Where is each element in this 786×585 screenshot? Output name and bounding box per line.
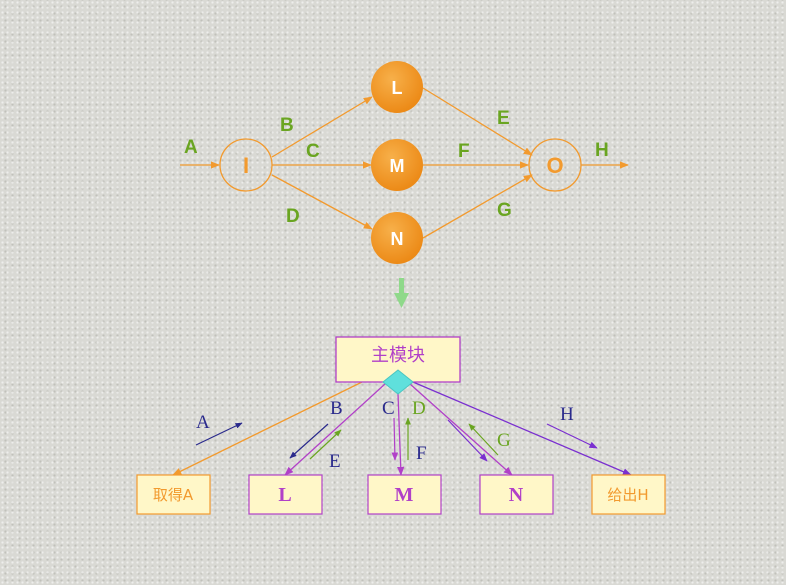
module-m-label: M <box>395 484 414 506</box>
link-get-a <box>172 381 363 476</box>
node-l: L <box>371 61 423 113</box>
module-structure-chart: A B C D E F G H 主模块 取得A L M N <box>136 336 666 515</box>
edge-a-label: A <box>184 137 198 158</box>
flow-e-arrow <box>309 429 342 460</box>
flow-c-arrow <box>391 417 399 461</box>
node-input: I <box>219 138 273 192</box>
edge-d <box>271 174 373 230</box>
edge-e-label: E <box>497 108 510 129</box>
module-n: N <box>479 474 554 515</box>
link-n <box>409 383 513 476</box>
edge-f-label: F <box>458 141 470 162</box>
flow-f-label: F <box>416 443 427 464</box>
module-m: M <box>367 474 442 515</box>
decision-diamond-icon <box>382 369 414 395</box>
node-n-label: N <box>391 229 404 249</box>
node-n: N <box>371 212 423 264</box>
edge-b <box>271 96 373 158</box>
flow-h-label: H <box>560 404 574 425</box>
flow-g-in-arrow <box>447 419 488 462</box>
link-l <box>284 383 386 476</box>
module-give-h: 给出H <box>591 474 666 515</box>
flow-h-arrow <box>546 423 598 449</box>
link-m <box>397 393 405 476</box>
flow-e-label: E <box>329 451 341 472</box>
edge-g <box>422 174 533 239</box>
node-output: O <box>528 138 582 192</box>
flow-g-out-arrow <box>468 423 499 456</box>
node-input-label: I <box>243 153 249 178</box>
link-give-h <box>412 381 632 476</box>
flow-b-label: B <box>330 398 343 419</box>
module-get-a-label: 取得A <box>153 486 194 504</box>
flow-a-arrow <box>195 422 243 446</box>
flow-g-label: G <box>497 430 511 451</box>
node-l-label: L <box>392 78 403 98</box>
node-m-label: M <box>390 156 405 176</box>
module-give-h-label: 给出H <box>607 486 648 504</box>
main-module-label: 主模块 <box>371 345 425 366</box>
edge-c-label: C <box>306 141 320 162</box>
flow-c-label: C <box>382 398 395 419</box>
module-l-label: L <box>278 484 291 506</box>
flow-d-label: D <box>412 398 426 419</box>
edge-e <box>422 87 533 156</box>
flow-b-arrow <box>289 423 329 459</box>
node-m: M <box>371 139 423 191</box>
flow-a-label: A <box>196 412 210 433</box>
edge-d-label: D <box>286 206 300 227</box>
edge-g-label: G <box>497 200 512 221</box>
module-get-a: 取得A <box>136 474 211 515</box>
module-n-label: N <box>509 484 524 506</box>
down-arrow-icon <box>394 278 409 308</box>
node-output-label: O <box>546 153 563 178</box>
edge-b-label: B <box>280 115 294 136</box>
edge-h-label: H <box>595 140 609 161</box>
top-dataflow-graph: I L M N O A B C D E F G H <box>180 61 629 264</box>
module-l: L <box>248 474 323 515</box>
